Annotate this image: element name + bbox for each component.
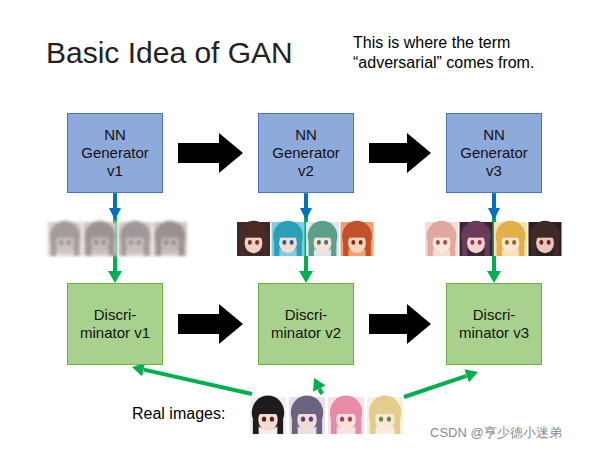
face-thumbnail [237,221,270,256]
discriminator-box: Discri- minator v1 [67,283,163,365]
node-label: Discri- minator v3 [458,306,530,342]
image-strip [237,221,374,256]
watermark: CSDN @亨少德小迷弟 [430,425,596,441]
blue-arrow [492,194,496,208]
face-thumbnail [250,396,286,434]
blue-arrow [304,194,308,208]
text-stack: NN Generator v3 [458,126,530,180]
face-thumbnail [529,221,562,256]
text-stack: Discri- minator v3 [458,306,530,342]
discriminator-box: Discri- minator v3 [446,283,542,365]
face-thumbnail [289,396,325,434]
text-stack: NN Generator v2 [270,126,342,180]
face-thumbnail [306,221,339,256]
green-arrow [144,370,252,394]
face-thumbnail [425,221,458,256]
generator-box: NN Generator v3 [446,113,542,193]
face-thumbnail [118,221,152,256]
generator-box: NN Generator v1 [67,113,163,193]
image-strip [425,221,562,256]
blue-arrow [113,194,117,208]
title: Basic Idea of GAN [46,36,293,70]
block-arrow [178,143,219,163]
face-thumbnail [272,221,305,256]
node-label: NN Generator v3 [458,126,530,180]
text-stack: Discri- minator v1 [79,306,151,342]
node-label: NN Generator v1 [79,126,151,180]
note-text: This is where the term “adversarial” com… [353,33,568,73]
face-thumbnail [83,221,117,256]
face-thumbnail [367,396,403,434]
green-arrow [404,376,467,397]
discriminator-box: Discri- minator v2 [258,283,354,365]
image-strip [48,221,187,256]
text-stack: NN Generator v1 [79,126,151,180]
block-arrow [369,143,407,163]
face-thumbnail [460,221,493,256]
block-arrow [178,314,219,334]
green-arrow [319,389,322,394]
node-label: NN Generator v2 [270,126,342,180]
axis-label: Real images: [132,404,250,424]
node-label: Discri- minator v2 [270,306,342,342]
face-thumbnail [48,221,82,256]
block-arrow [369,314,407,334]
face-thumbnail [328,396,364,434]
face-thumbnail [341,221,374,256]
face-thumbnail [494,221,527,256]
face-thumbnail [153,221,187,256]
text-stack: Discri- minator v2 [270,306,342,342]
node-label: Discri- minator v1 [79,306,151,342]
generator-box: NN Generator v2 [258,113,354,193]
image-strip [250,396,403,434]
